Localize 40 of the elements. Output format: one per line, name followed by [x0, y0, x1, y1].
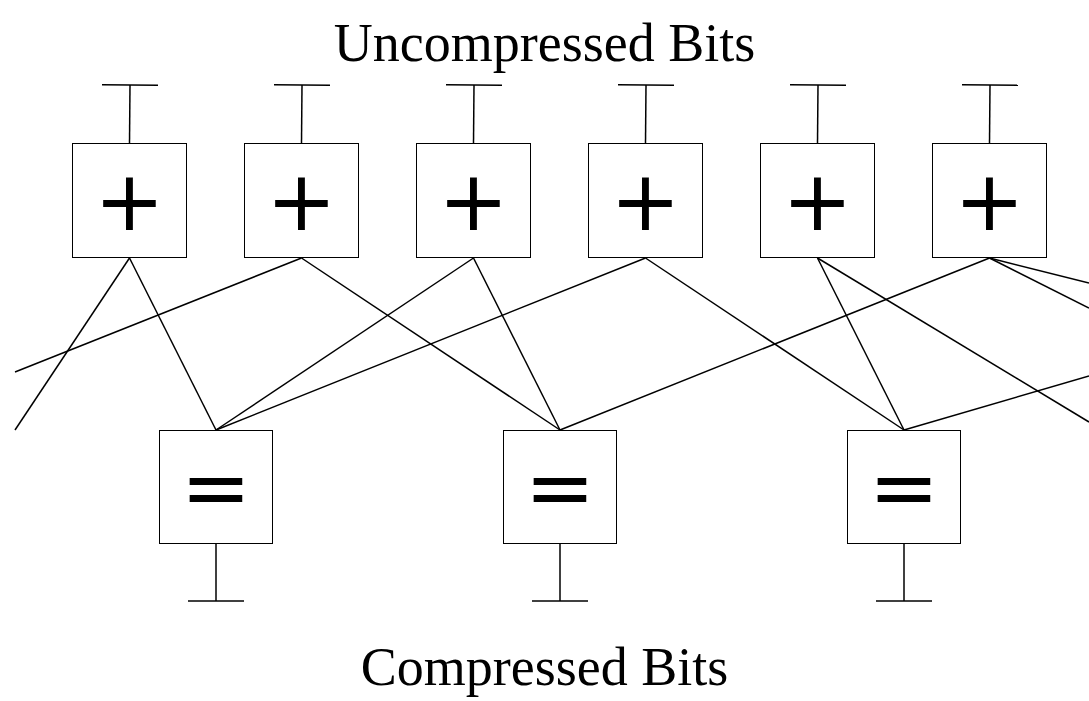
operator-node-box	[503, 430, 617, 544]
operator-node-box	[588, 143, 703, 258]
connector-line	[816, 257, 1089, 423]
operator-node-box	[159, 430, 273, 544]
operator-symbol: +	[266, 158, 337, 243]
connector-line	[988, 257, 1089, 309]
connector-line	[559, 257, 991, 431]
connector-line	[644, 257, 905, 431]
terminal-line	[789, 84, 847, 144]
operator-symbol: =	[524, 445, 596, 529]
operator-node-box	[760, 143, 875, 258]
terminal-line	[531, 543, 589, 602]
operator-node-box	[72, 143, 187, 258]
terminal-line	[875, 543, 933, 602]
connector-line	[816, 257, 905, 431]
connector-line	[14, 257, 131, 431]
operator-symbol: +	[94, 158, 165, 243]
operator-symbol: =	[180, 445, 252, 529]
connector-line	[128, 257, 217, 431]
connector-line	[472, 257, 561, 431]
connector-line	[300, 257, 561, 431]
operator-symbol: +	[782, 158, 853, 243]
operator-node-box	[244, 143, 359, 258]
operator-symbol: +	[438, 158, 509, 243]
connector-line	[215, 257, 475, 431]
connector-line	[903, 375, 1089, 431]
connector-line	[14, 257, 303, 373]
operator-node-box	[416, 143, 531, 258]
terminal-line	[961, 84, 1019, 144]
terminal-line	[445, 84, 503, 144]
operator-node-box	[932, 143, 1047, 258]
terminal-line	[187, 543, 245, 602]
operator-symbol: +	[954, 158, 1025, 243]
operator-symbol: +	[610, 158, 681, 243]
terminal-line	[101, 84, 159, 144]
connector-line	[215, 257, 647, 431]
terminal-line	[273, 84, 331, 144]
operator-node-box	[847, 430, 961, 544]
operator-symbol: =	[868, 445, 940, 529]
terminal-line	[617, 84, 675, 144]
